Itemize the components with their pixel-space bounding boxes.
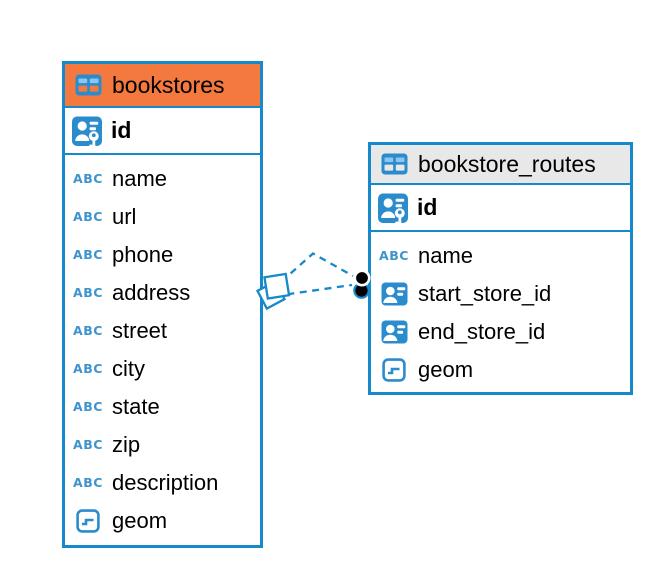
table-icon: [379, 153, 409, 175]
primary-key-row[interactable]: id: [371, 185, 630, 232]
column-name: start_store_id: [418, 281, 552, 306]
column-row-description[interactable]: ABC description: [65, 464, 260, 502]
primary-key-name: id: [417, 194, 438, 220]
column-row-start_store_id[interactable]: start_store_id: [371, 275, 630, 313]
column-row-street[interactable]: ABC street: [65, 312, 260, 350]
column-list: ABC name start_store_id end_store_id geom: [371, 232, 630, 389]
entity-table-bookstore-routes[interactable]: bookstore_routes id ABC name: [368, 142, 633, 395]
column-name: description: [112, 470, 219, 495]
text-type-icon: ABC: [73, 170, 103, 186]
text-type-icon: ABC: [73, 360, 103, 376]
column-row-name[interactable]: ABC name: [371, 237, 630, 275]
table-title: bookstores: [112, 71, 225, 98]
relationship-link-1[interactable]: [271, 252, 354, 291]
column-name: geom: [418, 357, 474, 382]
table-header[interactable]: bookstores: [65, 64, 260, 108]
column-row-city[interactable]: ABC city: [65, 350, 260, 388]
reference-type-icon: [379, 282, 409, 306]
column-name: url: [112, 204, 137, 229]
reference-type-icon: [379, 320, 409, 344]
table-header[interactable]: bookstore_routes: [371, 145, 630, 185]
column-list: ABC name ABC url ABC phone ABC address ABC st…: [65, 155, 260, 540]
table-icon: [73, 74, 103, 96]
primary-key-row[interactable]: id: [65, 108, 260, 155]
column-row-end_store_id[interactable]: end_store_id: [371, 313, 630, 351]
column-name: zip: [112, 432, 141, 457]
relationship-endpoint-dots[interactable]: [353, 269, 371, 299]
column-row-geom[interactable]: geom: [65, 502, 260, 540]
column-name: street: [112, 318, 168, 343]
primary-key-name: id: [111, 117, 132, 143]
column-row-url[interactable]: ABC url: [65, 198, 260, 236]
column-name: end_store_id: [418, 319, 546, 344]
text-type-icon: ABC: [379, 247, 409, 263]
column-row-name[interactable]: ABC name: [65, 160, 260, 198]
entity-table-bookstores[interactable]: bookstores id ABC name ABC url ABC phone AB…: [62, 61, 263, 548]
text-type-icon: ABC: [73, 208, 103, 224]
column-row-state[interactable]: ABC state: [65, 388, 260, 426]
text-type-icon: ABC: [73, 436, 103, 452]
text-type-icon: ABC: [73, 246, 103, 262]
column-row-geom[interactable]: geom: [371, 351, 630, 389]
column-name: phone: [112, 242, 174, 267]
geometry-type-icon: [379, 358, 409, 382]
column-name: name: [112, 166, 168, 191]
text-type-icon: ABC: [73, 398, 103, 414]
column-row-phone[interactable]: ABC phone: [65, 236, 260, 274]
table-title: bookstore_routes: [418, 150, 596, 177]
text-type-icon: ABC: [73, 474, 103, 490]
column-name: name: [418, 243, 474, 268]
column-name: geom: [112, 508, 168, 533]
column-row-zip[interactable]: ABC zip: [65, 426, 260, 464]
relationship-link-2[interactable]: [274, 283, 353, 298]
column-row-address[interactable]: ABC address: [65, 274, 260, 312]
geometry-type-icon: [73, 509, 103, 533]
column-name: state: [112, 394, 160, 419]
text-type-icon: ABC: [73, 322, 103, 338]
person-key-icon: [377, 193, 409, 226]
person-key-icon: [71, 116, 103, 149]
column-name: city: [112, 356, 145, 381]
text-type-icon: ABC: [73, 284, 103, 300]
column-name: address: [112, 280, 191, 305]
